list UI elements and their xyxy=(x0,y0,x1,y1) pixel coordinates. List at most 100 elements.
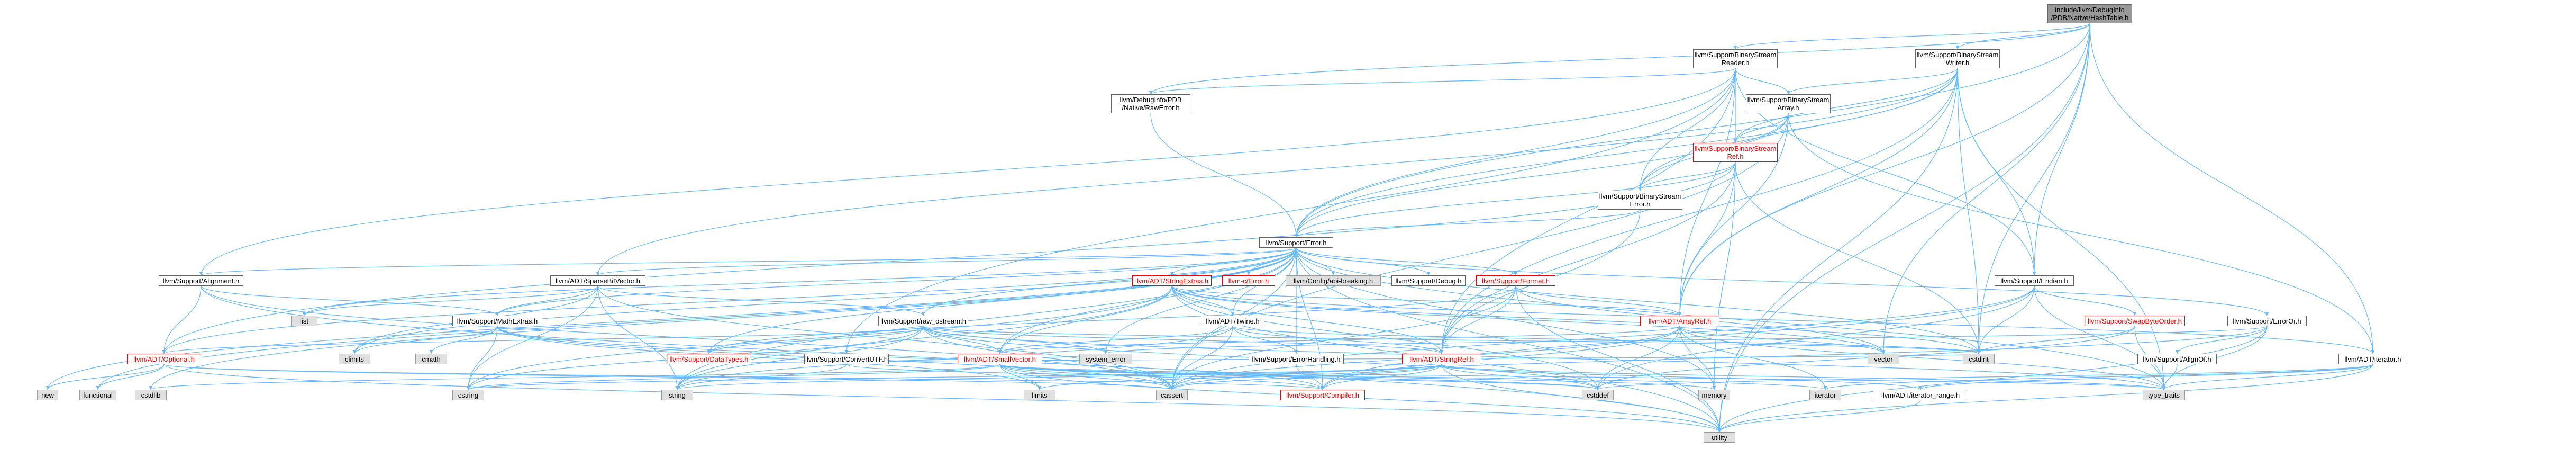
edge-strext-vector xyxy=(1171,285,1886,354)
node-binarystream-reader[interactable]: llvm/Support/BinaryStream Reader.h xyxy=(1693,49,1778,68)
edge-stringref-utility xyxy=(1441,364,1722,433)
edge-align-optional xyxy=(162,285,202,354)
edge-twine-cstdint xyxy=(1232,326,1981,354)
edge-bsr-rawerr xyxy=(1149,68,1736,95)
node-utility[interactable]: utility xyxy=(1704,432,1735,443)
node-abi-breaking[interactable]: llvm/Config/abi-breaking.h xyxy=(1286,275,1381,286)
node-errorhandling[interactable]: llvm/Support/ErrorHandling.h xyxy=(1249,354,1344,364)
edge-smallvec-memory xyxy=(999,364,1716,390)
edge-erroror-syserr xyxy=(1104,326,2268,354)
edge-strext-stringref xyxy=(1171,285,1444,354)
node-adt-iterator[interactable]: llvm/ADT/iterator.h xyxy=(2338,354,2407,364)
edge-arrayref-literator xyxy=(1679,326,1827,390)
node-error[interactable]: llvm/Support/Error.h xyxy=(1259,237,1333,248)
edge-error-format xyxy=(1296,247,1518,276)
edge-root-vector xyxy=(1881,23,2090,354)
edge-mathext-cstring xyxy=(466,326,498,390)
node-alignof[interactable]: llvm/Support/AlignOf.h xyxy=(2137,354,2217,364)
edge-swap-cstdint xyxy=(1977,326,2135,354)
node-swapbyteorder[interactable]: llvm/Support/SwapByteOrder.h xyxy=(2085,316,2185,326)
edge-sbv-list xyxy=(302,285,598,316)
node-endian[interactable]: llvm/Support/Endian.h xyxy=(1995,275,2074,286)
node-type-traits[interactable]: type_traits xyxy=(2143,390,2185,400)
node-cstdint[interactable]: cstdint xyxy=(1963,354,1995,364)
edge-iterator-iterrange xyxy=(1918,364,2373,390)
edge-rawerr-error xyxy=(1150,113,1298,238)
node-cstdlib[interactable]: cstdlib xyxy=(135,390,167,400)
node-cmath[interactable]: cmath xyxy=(415,354,447,364)
node-binarystream-ref[interactable]: llvm/Support/BinaryStream Ref.h xyxy=(1693,143,1778,162)
edge-endian-swap xyxy=(2034,285,2137,316)
node-iterator-range[interactable]: llvm/ADT/iterator_range.h xyxy=(1873,390,1968,400)
node-vector[interactable]: vector xyxy=(1868,354,1899,364)
node-raw-ostream[interactable]: llvm/Support/raw_ostream.h xyxy=(878,316,968,326)
node-new[interactable]: new xyxy=(37,390,58,400)
node-arrayref[interactable]: llvm/ADT/ArrayRef.h xyxy=(1640,316,1719,326)
node-stringextras[interactable]: llvm/ADT/StringExtras.h xyxy=(1132,275,1212,286)
edge-bsr-bserr xyxy=(1638,68,1736,191)
edge-sbv-rawos xyxy=(597,285,925,316)
edge-error-climits xyxy=(352,247,1297,354)
edge-iterrange-utility xyxy=(1717,400,1921,433)
node-stringref[interactable]: llvm/ADT/StringRef.h xyxy=(1402,354,1481,364)
edge-bsw-sbv xyxy=(596,68,1958,276)
node-cstddef[interactable]: cstddef xyxy=(1582,390,1614,400)
edge-sbv-mathext xyxy=(495,285,598,316)
edge-strext-string xyxy=(675,285,1172,390)
node-compiler[interactable]: llvm/Support/Compiler.h xyxy=(1280,390,1365,400)
node-smallvector[interactable]: llvm/ADT/SmallVector.h xyxy=(958,354,1042,364)
node-debug[interactable]: llvm/Support/Debug.h xyxy=(1391,275,1466,286)
edge-bsa-bsref xyxy=(1733,113,1789,143)
node-rawerror[interactable]: llvm/DebugInfo/PDB /Native/RawError.h xyxy=(1111,94,1190,113)
edge-root-endian xyxy=(2032,23,2090,276)
node-memory[interactable]: memory xyxy=(1698,390,1730,400)
node-limits[interactable]: limits xyxy=(1024,390,1055,400)
node-iterator-std[interactable]: iterator xyxy=(1809,390,1841,400)
node-c-error[interactable]: llvm-c/Error.h xyxy=(1222,275,1275,286)
edge-endian-cstddef xyxy=(1596,285,2035,390)
node-datatypes[interactable]: llvm/Support/DataTypes.h xyxy=(667,354,751,364)
node-optional[interactable]: llvm/ADT/Optional.h xyxy=(127,354,201,364)
node-sparsebitvector[interactable]: llvm/ADT/SparseBitVector.h xyxy=(550,275,645,286)
node-twine[interactable]: llvm/ADT/Twine.h xyxy=(1201,316,1264,326)
edge-bsw-stringref xyxy=(1440,68,1958,354)
edge-bsref-cstdint xyxy=(1735,161,1981,354)
edge-smallvec-cstdlib xyxy=(149,364,1000,390)
node-binarystream-array[interactable]: llvm/Support/BinaryStream Array.h xyxy=(1746,94,1831,113)
node-binarystream-writer[interactable]: llvm/Support/BinaryStream Writer.h xyxy=(1915,49,2000,68)
node-climits[interactable]: climits xyxy=(339,354,370,364)
edge-bsa-error xyxy=(1294,113,1789,238)
node-format[interactable]: llvm/Support/Format.h xyxy=(1476,275,1555,286)
edge-stringref-compiler xyxy=(1321,364,1442,390)
edge-smallvec-cstddef xyxy=(999,364,1600,390)
edge-convutf-cstddef xyxy=(846,364,1600,390)
node-cassert[interactable]: cassert xyxy=(1156,390,1188,400)
edge-bserr-error xyxy=(1294,209,1641,238)
node-convertutf[interactable]: llvm/Support/ConvertUTF.h xyxy=(804,354,889,364)
edge-root-arrayref xyxy=(1678,23,2090,316)
node-binarystream-error[interactable]: llvm/Support/BinaryStream Error.h xyxy=(1598,191,1682,210)
edge-bsw-endian xyxy=(1957,68,2036,276)
node-erroror[interactable]: llvm/Support/ErrorOr.h xyxy=(2227,316,2307,326)
edge-rawos-stringref xyxy=(923,326,1444,354)
edge-convutf-string xyxy=(675,364,847,390)
edge-optional-utility xyxy=(163,364,1722,433)
edge-error-optional xyxy=(162,247,1297,354)
node-root[interactable]: include/llvm/DebugInfo /PDB/Native/HashT… xyxy=(2047,4,2132,23)
node-system-error[interactable]: system_error xyxy=(1079,354,1132,364)
edge-smallvec-compiler xyxy=(999,364,1325,390)
node-alignment[interactable]: llvm/Support/Alignment.h xyxy=(159,275,243,286)
node-string[interactable]: string xyxy=(661,390,693,400)
edge-optional-new xyxy=(45,364,165,390)
edge-stringref-typetraits xyxy=(1441,364,2166,390)
node-functional[interactable]: functional xyxy=(79,390,116,400)
edge-root-iterator xyxy=(2089,23,2375,354)
node-list[interactable]: list xyxy=(291,316,317,326)
edge-root-bsw xyxy=(1955,23,2090,50)
edge-arrayref-vector xyxy=(1679,326,1886,354)
node-mathextras[interactable]: llvm/Support/MathExtras.h xyxy=(452,316,542,326)
edge-bsa-cassert xyxy=(1170,113,1789,390)
edge-root-error xyxy=(1294,23,2090,238)
node-cstring[interactable]: cstring xyxy=(452,390,484,400)
